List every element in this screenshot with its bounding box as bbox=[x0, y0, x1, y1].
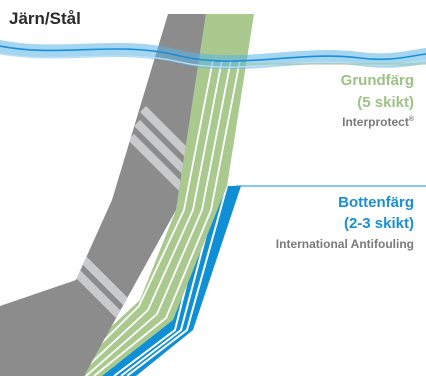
antifouling-label: Bottenfärg bbox=[338, 194, 414, 211]
steel-highlight-stripe bbox=[64, 260, 136, 332]
steel-highlight-stripe bbox=[140, 106, 200, 166]
primer-coat-line bbox=[76, 59, 223, 376]
steel-highlight-stripe bbox=[128, 134, 192, 198]
antifouling-coats: (2-3 skikt) bbox=[343, 215, 414, 232]
antifouling-coat-line bbox=[126, 185, 228, 376]
primer-product: Interprotect® bbox=[342, 115, 414, 129]
page-title: Järn/Stål bbox=[9, 9, 81, 28]
registered-mark: ® bbox=[408, 116, 414, 123]
primer-coat-line bbox=[67, 59, 214, 376]
antifouling-product: International Antifouling bbox=[275, 237, 414, 251]
primer-label: Grundfärg bbox=[340, 72, 414, 89]
primer-coats: (5 skikt) bbox=[357, 94, 414, 111]
steel-highlights bbox=[64, 106, 200, 332]
steel-hull bbox=[0, 14, 206, 376]
primer-coat-line bbox=[85, 59, 232, 376]
waterline-highlight bbox=[0, 53, 426, 68]
primer-coat-lines bbox=[67, 59, 241, 376]
steel-highlight-stripe bbox=[70, 246, 140, 316]
steel-highlight-stripe bbox=[134, 120, 196, 182]
waterline bbox=[0, 45, 426, 62]
primer-product-name: Interprotect bbox=[342, 115, 409, 129]
primer-coat-line bbox=[93, 59, 241, 376]
